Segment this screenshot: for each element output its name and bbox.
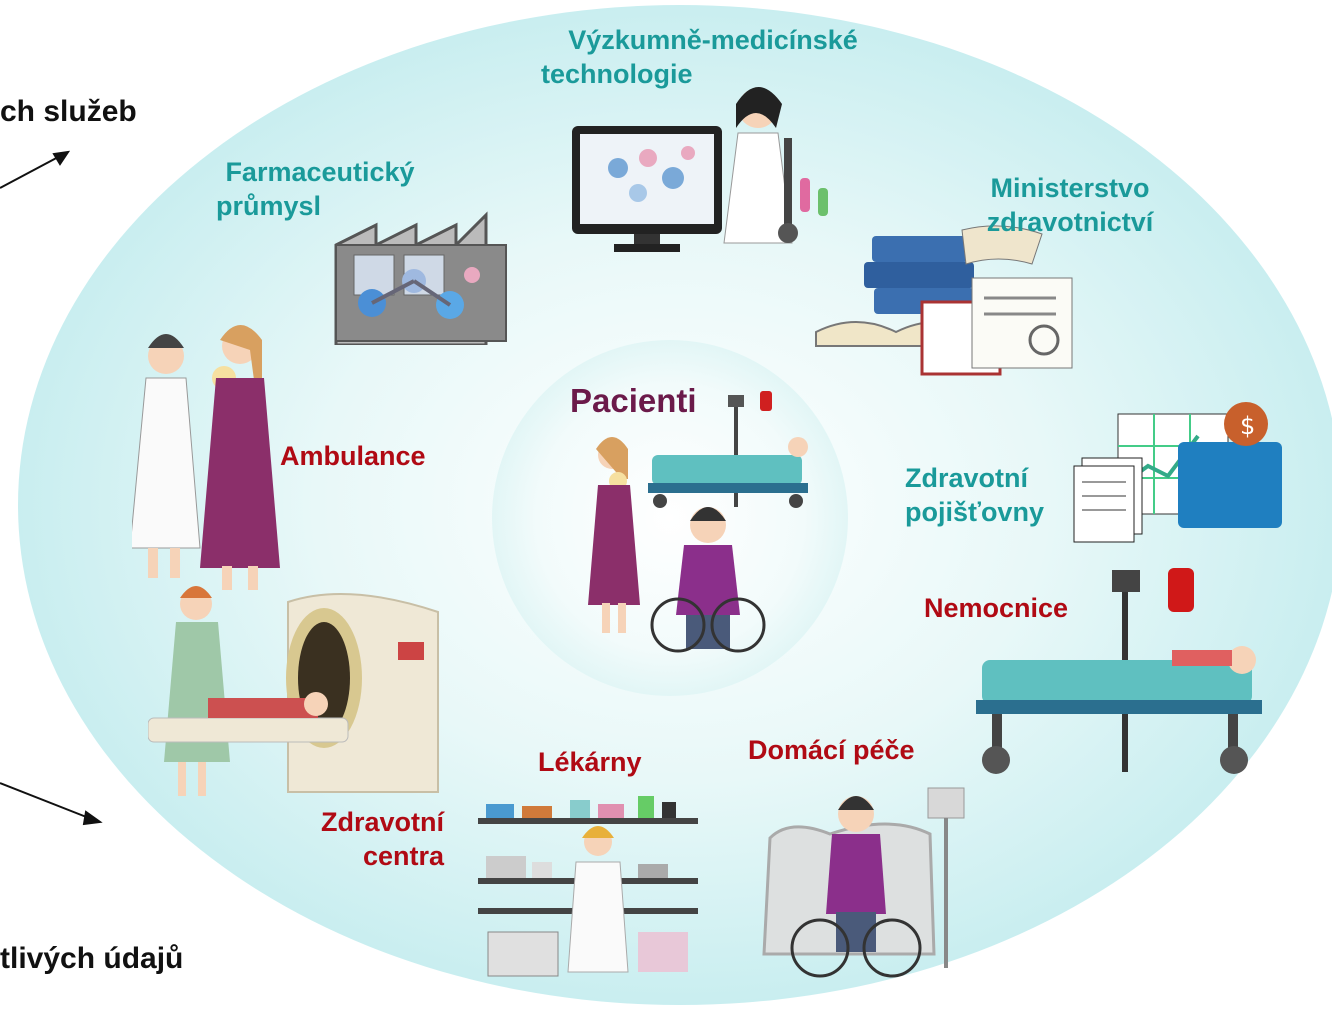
homecare-illustration	[762, 787, 965, 978]
centers-label-line1: Zdravotní	[320, 807, 444, 837]
hospital-label: Nemocnice	[924, 593, 1069, 623]
pharma-label-line2: průmysl	[216, 190, 322, 221]
mri-illustration	[148, 586, 439, 796]
insurance-label-line1: Zdravotní	[905, 463, 1029, 493]
outer-bottom-text: tlivých údajů	[0, 942, 184, 975]
pharma-factory-illustration	[334, 211, 507, 345]
ministry-label: Ministerstvo zdravotnictví	[960, 172, 1180, 240]
ministry-label-line2: zdravotnictví	[986, 206, 1154, 237]
pharmacy-illustration	[478, 796, 698, 977]
ambulance-label: Ambulance	[280, 441, 426, 471]
insurance-illustration: $	[1073, 402, 1282, 543]
research-label-line1: Výzkumně-medicínské	[568, 25, 858, 55]
svg-text:$: $	[1240, 412, 1255, 440]
hospital-bed-illustration	[976, 568, 1262, 774]
ministry-illustration	[815, 225, 1073, 376]
research-label-line2: technologie	[541, 58, 693, 89]
research-illustration	[572, 87, 828, 252]
ambulance-illustration	[132, 325, 280, 590]
patients-circle	[492, 340, 848, 696]
bottom-arrow	[0, 782, 103, 826]
research-label: Výzkumně-medicínské technologie	[533, 24, 893, 92]
ministry-label-line1: Ministerstvo	[990, 173, 1150, 203]
insurance-label: Zdravotní pojišťovny	[905, 462, 1044, 530]
insurance-label-line2: pojišťovny	[905, 496, 1044, 527]
outer-top-text: ch služeb	[0, 95, 137, 128]
homecare-label: Domácí péče	[748, 735, 915, 765]
top-arrow	[0, 150, 71, 189]
centers-label: Zdravotní centra	[296, 806, 444, 874]
pharma-label-line1: Farmaceutický	[225, 157, 415, 187]
patients-illustration	[588, 391, 808, 653]
patients-label: Pacienti	[570, 382, 697, 419]
pharmacies-label: Lékárny	[538, 747, 642, 777]
centers-label-line2: centra	[362, 840, 444, 871]
pharma-label: Farmaceutický průmysl	[196, 156, 444, 224]
